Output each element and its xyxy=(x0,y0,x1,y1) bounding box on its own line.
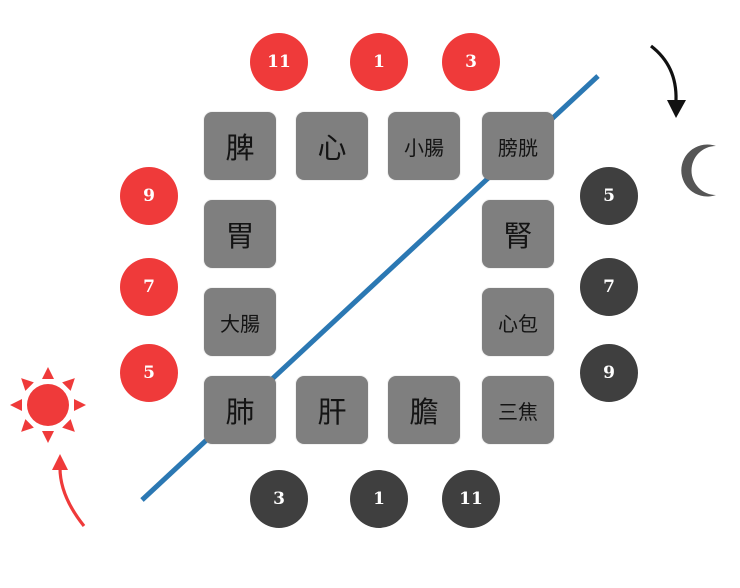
organ-box-triple-burner: 三焦 xyxy=(482,376,554,444)
hour-circle-top-2: 1 xyxy=(350,33,408,91)
organ-box-spleen: 脾 xyxy=(204,112,276,180)
organ-label-liver: 肝 xyxy=(317,395,347,429)
organ-box-stomach: 胃 xyxy=(204,200,276,268)
organ-label-kidney: 腎 xyxy=(503,219,533,253)
hour-circle-left-1: 9 xyxy=(120,167,178,225)
organ-label-stomach: 胃 xyxy=(225,219,255,253)
organ-label-gallbladder: 膽 xyxy=(409,395,439,429)
organ-box-pericardium: 心包 xyxy=(482,288,554,356)
organ-box-gallbladder: 膽 xyxy=(388,376,460,444)
organ-label-large-intestine: 大腸 xyxy=(220,311,260,336)
organ-box-large-intestine: 大腸 xyxy=(204,288,276,356)
organ-box-lung: 肺 xyxy=(204,376,276,444)
hour-circle-top-1: 11 xyxy=(250,33,308,91)
curved-arrow-up-icon xyxy=(52,454,86,527)
hour-circle-bottom-3: 11 xyxy=(442,470,500,528)
hour-circle-left-3: 5 xyxy=(120,344,178,402)
organ-label-pericardium: 心包 xyxy=(498,311,538,336)
hour-circle-right-2: 7 xyxy=(580,258,638,316)
hour-circle-top-3: 3 xyxy=(442,33,500,91)
organ-label-bladder: 膀胱 xyxy=(498,135,538,160)
curved-arrow-down-icon xyxy=(650,44,686,118)
hour-circle-right-3: 9 xyxy=(580,344,638,402)
organ-box-heart: 心 xyxy=(296,112,368,180)
hour-circle-right-1: 5 xyxy=(580,167,638,225)
hour-circle-left-2: 7 xyxy=(120,258,178,316)
organ-box-liver: 肝 xyxy=(296,376,368,444)
organ-box-kidney: 腎 xyxy=(482,200,554,268)
organ-box-bladder: 膀胱 xyxy=(482,112,554,180)
organ-label-spleen: 脾 xyxy=(225,131,255,165)
organ-label-triple-burner: 三焦 xyxy=(498,399,538,424)
organ-label-lung: 肺 xyxy=(225,395,255,429)
hour-circle-bottom-1: 3 xyxy=(250,470,308,528)
organ-label-heart: 心 xyxy=(317,131,347,165)
moon-icon xyxy=(681,144,716,197)
hour-circle-bottom-2: 1 xyxy=(350,470,408,528)
organ-box-small-intestine: 小腸 xyxy=(388,112,460,180)
sun-icon xyxy=(10,367,86,443)
organ-label-small-intestine: 小腸 xyxy=(404,135,444,160)
